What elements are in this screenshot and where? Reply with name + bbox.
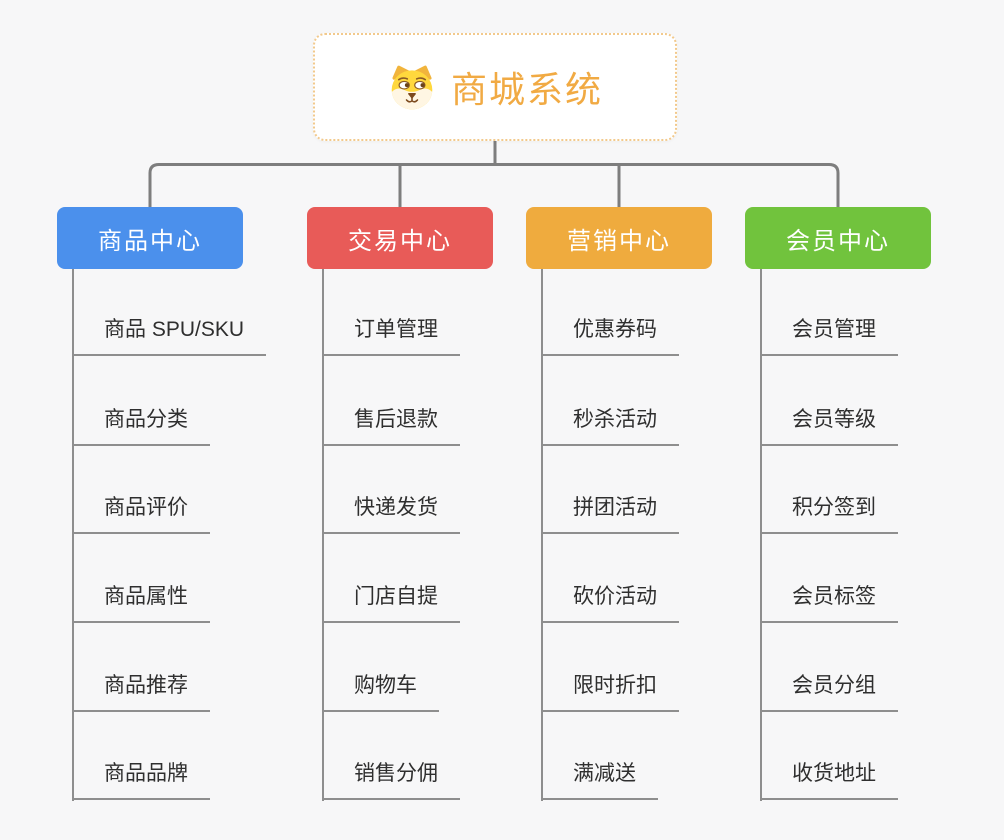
branch-rail-line bbox=[148, 163, 840, 208]
leaf-node[interactable]: 会员管理 bbox=[760, 315, 898, 356]
dog-face-icon bbox=[391, 65, 433, 109]
leaf-node[interactable]: 商品 SPU/SKU bbox=[72, 315, 267, 356]
branch-node-marketing-center[interactable]: 营销中心 bbox=[526, 207, 712, 269]
leaf-node[interactable]: 积分签到 bbox=[760, 493, 898, 534]
leaf-node[interactable]: 会员等级 bbox=[760, 405, 898, 446]
leaf-node[interactable]: 商品评价 bbox=[72, 493, 210, 534]
leaf-node[interactable]: 会员分组 bbox=[760, 671, 898, 712]
leaf-node[interactable]: 拼团活动 bbox=[541, 493, 679, 534]
leaf-node[interactable]: 会员标签 bbox=[760, 582, 898, 623]
leaf-node[interactable]: 销售分佣 bbox=[322, 759, 460, 800]
leaf-node[interactable]: 收货地址 bbox=[760, 759, 898, 800]
leaf-node[interactable]: 秒杀活动 bbox=[541, 405, 679, 446]
leaf-node[interactable]: 优惠券码 bbox=[541, 315, 679, 356]
leaf-node[interactable]: 商品属性 bbox=[72, 582, 210, 623]
leaf-node[interactable]: 限时折扣 bbox=[541, 671, 679, 712]
branch-node-member-center[interactable]: 会员中心 bbox=[745, 207, 931, 269]
leaf-node[interactable]: 商品推荐 bbox=[72, 671, 210, 712]
branch-node-product-center[interactable]: 商品中心 bbox=[57, 207, 243, 269]
root-title: 商城系统 bbox=[450, 69, 603, 110]
leaf-node[interactable]: 订单管理 bbox=[322, 315, 460, 356]
root-node-mall-system[interactable]: 商城系统 bbox=[313, 33, 677, 141]
leaf-node[interactable]: 售后退款 bbox=[322, 405, 460, 446]
leaf-node[interactable]: 快递发货 bbox=[322, 493, 460, 534]
leaf-node[interactable]: 满减送 bbox=[541, 759, 658, 800]
leaf-node[interactable]: 购物车 bbox=[322, 671, 439, 712]
leaf-node[interactable]: 商品分类 bbox=[72, 405, 210, 446]
leaf-node[interactable]: 砍价活动 bbox=[541, 582, 679, 623]
branch-node-trade-center[interactable]: 交易中心 bbox=[307, 207, 493, 269]
leaf-node[interactable]: 商品品牌 bbox=[72, 759, 210, 800]
leaf-node[interactable]: 门店自提 bbox=[322, 582, 460, 623]
